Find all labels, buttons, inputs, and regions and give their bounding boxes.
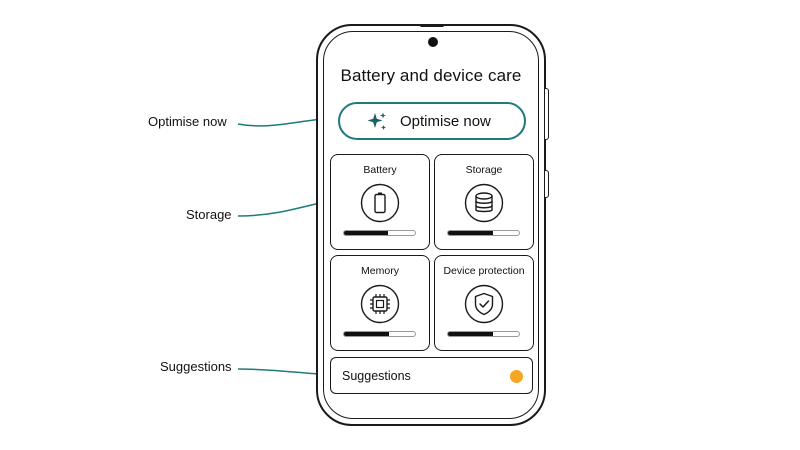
device-protection-level-bar [447,331,520,337]
sparkle-icon [367,112,386,130]
storage-level-bar [447,230,520,236]
chip-icon [360,284,400,324]
battery-icon [360,183,400,223]
battery-tile-label: Battery [363,164,397,176]
callout-storage-label: Storage [186,207,232,222]
callout-optimise-label: Optimise now [148,114,227,129]
optimise-now-label: Optimise now [400,113,491,130]
volume-button [545,88,549,140]
memory-tile-label: Memory [361,265,399,277]
battery-level-bar [343,230,416,236]
device-protection-level-fill [448,332,493,336]
storage-tile[interactable]: Storage [434,154,534,250]
device-protection-tile[interactable]: Device protection [434,255,534,351]
optimise-now-button[interactable]: Optimise now [338,102,526,140]
shield-check-icon [464,284,504,324]
suggestions-indicator-dot [510,370,523,383]
power-button [545,170,549,198]
storage-level-fill [448,231,493,235]
memory-level-fill [344,332,389,336]
phone-top-speaker [420,24,444,27]
suggestions-row[interactable]: Suggestions [330,357,533,394]
battery-tile[interactable]: Battery [330,154,430,250]
device-protection-tile-label: Device protection [443,265,525,277]
callout-suggestions-label: Suggestions [160,359,232,374]
front-camera [428,37,438,47]
database-icon [464,183,504,223]
memory-level-bar [343,331,416,337]
suggestions-label: Suggestions [342,369,411,383]
storage-tile-label: Storage [465,164,503,176]
phone-screen [323,31,539,419]
screen-title: Battery and device care [340,66,522,85]
memory-tile[interactable]: Memory [330,255,430,351]
battery-level-fill [344,231,389,235]
